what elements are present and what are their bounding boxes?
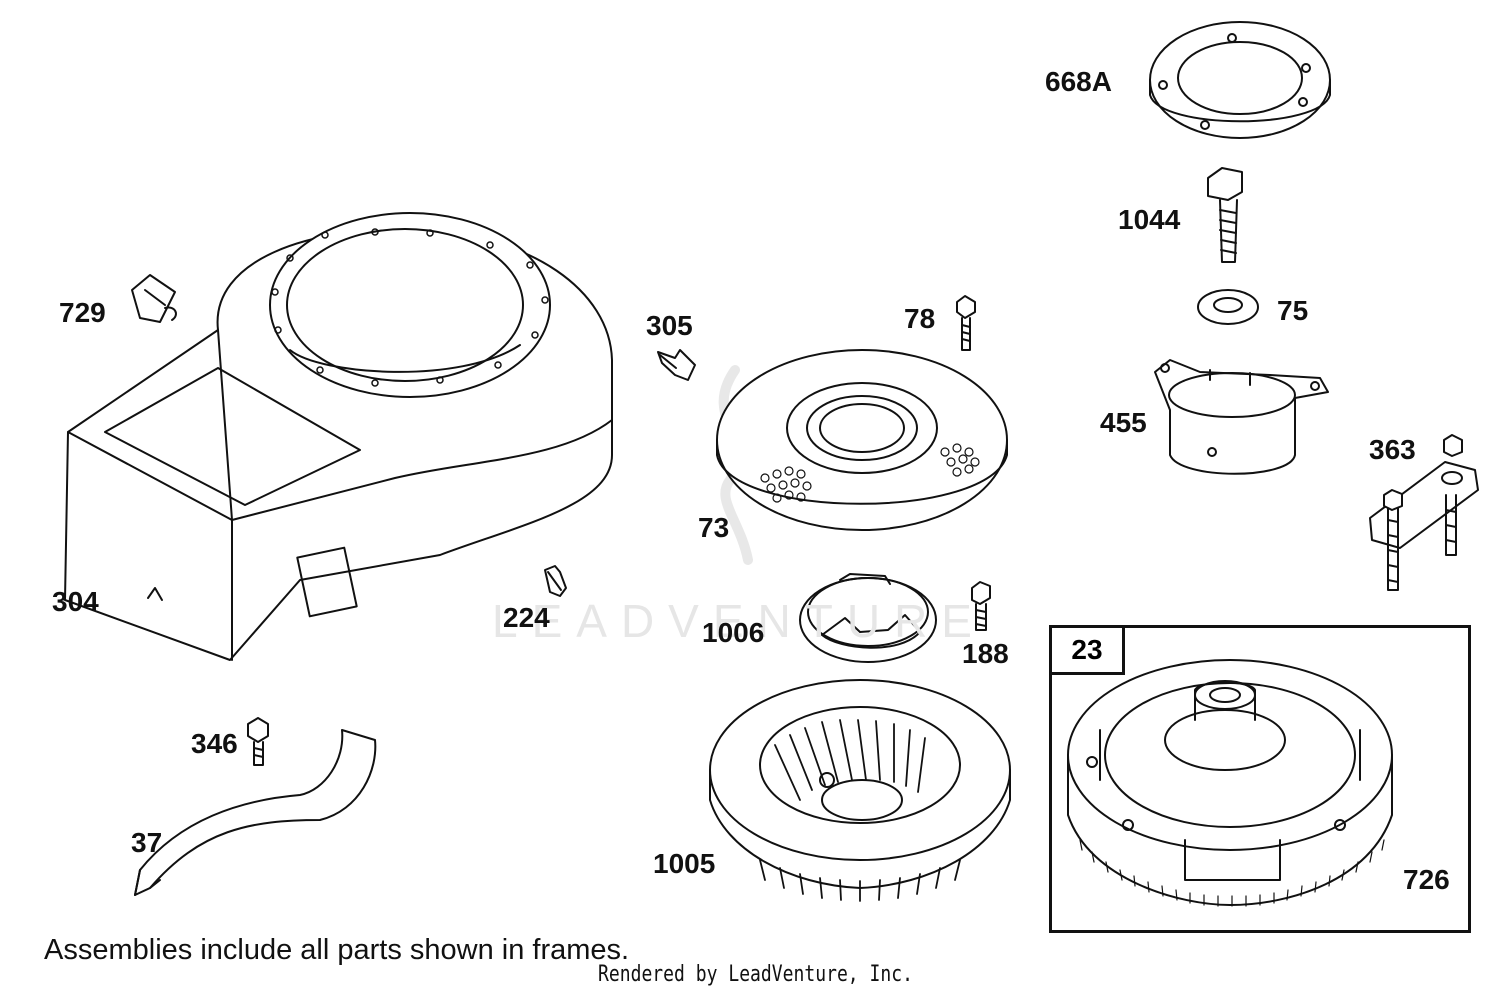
label-668A[interactable]: 668A — [1045, 66, 1112, 97]
assembly-frame-label-23[interactable]: 23 — [1049, 625, 1125, 675]
label-455[interactable]: 455 — [1100, 407, 1147, 438]
label-1005[interactable]: 1005 — [653, 848, 716, 879]
cup-part[interactable] — [1154, 359, 1329, 475]
bracket-part[interactable] — [1369, 434, 1479, 591]
bolt-78-part[interactable] — [956, 295, 976, 351]
housing-bolt-holes — [271, 228, 549, 387]
screen-perforations — [760, 443, 980, 503]
rotating-screen-part[interactable] — [716, 349, 1008, 531]
label-75[interactable]: 75 — [1277, 295, 1309, 326]
assembly-note: Assemblies include all parts shown in fr… — [44, 934, 630, 966]
label-1006[interactable]: 1006 — [702, 617, 765, 648]
label-726[interactable]: 726 — [1403, 864, 1450, 895]
label-346[interactable]: 346 — [191, 728, 238, 759]
grommet-part[interactable] — [131, 274, 177, 323]
watermark-text: LEADVENTURE — [492, 595, 986, 647]
bolt-188-part[interactable] — [971, 581, 991, 631]
label-78[interactable]: 78 — [904, 303, 936, 334]
label-1044[interactable]: 1044 — [1118, 204, 1181, 235]
label-37[interactable]: 37 — [131, 827, 163, 858]
label-188[interactable]: 188 — [962, 638, 1009, 669]
washer-part[interactable] — [1197, 289, 1259, 325]
flywheel-fins — [759, 719, 961, 902]
bolt-346-part[interactable] — [247, 717, 269, 766]
label-224[interactable]: 224 — [503, 602, 550, 633]
ring-gear-teeth — [1079, 839, 1385, 907]
label-304[interactable]: 304 — [52, 586, 99, 617]
blower-housing-part[interactable] — [64, 212, 613, 661]
label-73[interactable]: 73 — [698, 512, 730, 543]
rendered-by-credit: Rendered by LeadVenture, Inc. — [598, 962, 913, 987]
screw-305-part[interactable] — [657, 349, 696, 381]
bolt-224-part[interactable] — [544, 565, 567, 597]
ratchet-part[interactable] — [799, 573, 937, 663]
label-729[interactable]: 729 — [59, 297, 106, 328]
ring-gear-flywheel-part[interactable] — [1067, 659, 1393, 907]
assembly-frame-23 — [1049, 625, 1471, 933]
label-363[interactable]: 363 — [1369, 434, 1416, 465]
stud-part[interactable] — [1207, 167, 1243, 263]
flywheel-part[interactable] — [709, 679, 1011, 902]
air-guide-part[interactable] — [134, 729, 377, 896]
label-305[interactable]: 305 — [646, 310, 693, 341]
plate-part[interactable] — [1149, 21, 1331, 139]
